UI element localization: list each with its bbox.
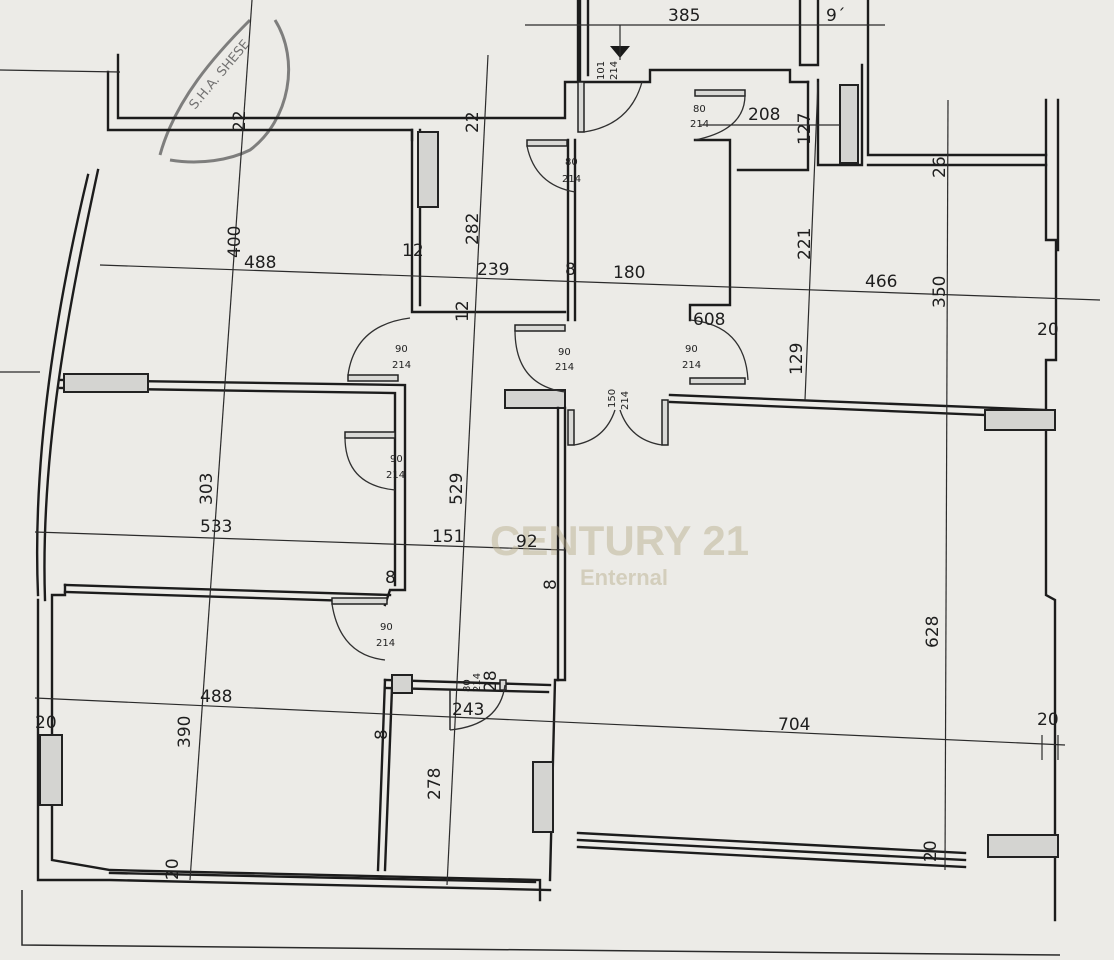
dim-488-bottom: 488: [200, 687, 232, 707]
door-label-h: 214: [555, 362, 574, 373]
door-101: [577, 25, 643, 133]
door-80-a: [526, 139, 576, 193]
dim-12-b: 12: [453, 300, 473, 322]
dim-303: 303: [197, 473, 217, 505]
dim-628: 628: [923, 616, 943, 648]
dim-180: 180: [613, 263, 645, 283]
dim-8-mid: 8: [385, 568, 396, 588]
dim-8-bottom: 8: [372, 729, 392, 740]
door-label-w: 150: [607, 389, 618, 408]
dim-533: 533: [200, 517, 232, 537]
dim-488-top: 488: [244, 253, 276, 273]
dim-20-left: 20: [35, 713, 57, 733]
dim-390: 390: [175, 716, 195, 748]
door-label-h: 214: [376, 638, 395, 649]
door-90-a: [347, 317, 411, 382]
dim-top-385: 385: [668, 6, 700, 26]
dim-243: 243: [452, 700, 484, 720]
door-labels: 101 214 80 214 80 214 90 214 90 214 90 2…: [376, 61, 709, 692]
dim-282: 282: [463, 213, 483, 245]
interior-walls: [39, 0, 1059, 882]
door-label-h: 214: [386, 470, 405, 481]
dim-top-9: 9´: [826, 6, 845, 26]
dim-12-a: 12: [402, 241, 424, 261]
dim-400: 400: [225, 226, 245, 258]
dim-28: 28: [481, 670, 501, 692]
dim-20-right: 20: [1037, 320, 1059, 340]
door-80-c: [449, 679, 507, 731]
door-90-c: [689, 319, 749, 385]
dim-221: 221: [795, 228, 815, 260]
dim-22-center: 22: [463, 111, 483, 133]
dim-466: 466: [865, 272, 897, 292]
dimension-lines: [0, 0, 1101, 886]
dim-20-bottom-right: 20: [921, 840, 941, 862]
dim-127: 127: [795, 113, 815, 145]
door-label-h: 214: [392, 360, 411, 371]
dimension-labels: 385 9´ 208 127 26 221 466 350 20 608 129…: [35, 6, 1059, 880]
door-80-b: [694, 89, 746, 141]
dim-704: 704: [778, 715, 810, 735]
door-90-e: [331, 597, 388, 661]
door-label-w: 80: [693, 104, 706, 115]
watermark-brand: CENTURY 21: [490, 517, 749, 564]
dim-151: 151: [432, 527, 464, 547]
door-90-d: [344, 431, 396, 491]
door-label-h: 214: [562, 174, 581, 185]
dim-8-top: 8: [565, 260, 576, 280]
dim-26: 26: [930, 156, 950, 178]
dim-239: 239: [477, 260, 509, 280]
dim-608: 608: [693, 310, 725, 330]
door-label-w: 90: [685, 344, 698, 355]
exterior-walls: [21, 0, 1061, 956]
door-label-h: 214: [682, 360, 701, 371]
watermark-agency: Enternal: [580, 565, 668, 590]
door-90-b: [514, 324, 566, 393]
door-label-w: 80: [565, 157, 578, 168]
door-label-h: 214: [620, 391, 631, 410]
dim-129: 129: [787, 343, 807, 375]
door-label-w: 90: [380, 622, 393, 633]
dim-208: 208: [748, 105, 780, 125]
dim-350: 350: [930, 276, 950, 308]
doors: [331, 25, 749, 731]
door-label-w: 90: [390, 454, 403, 465]
door-101-height: 214: [609, 61, 620, 80]
dim-529: 529: [447, 473, 467, 505]
door-101-width: 101: [596, 61, 607, 80]
door-label-h: 214: [690, 119, 709, 130]
dim-92: 92: [516, 532, 538, 552]
door-150: [567, 399, 669, 446]
dim-8-mid-b: 8: [541, 579, 561, 590]
dim-22-left: 22: [230, 110, 250, 132]
door-label-w: 80: [462, 679, 473, 692]
dim-20-right-bottom: 20: [1037, 710, 1059, 730]
door-label-w: 90: [558, 347, 571, 358]
door-label-w: 90: [395, 344, 408, 355]
dim-278: 278: [425, 768, 445, 800]
dim-20-bottom-left: 20: [163, 858, 183, 880]
door-label-h: 214: [472, 673, 483, 692]
